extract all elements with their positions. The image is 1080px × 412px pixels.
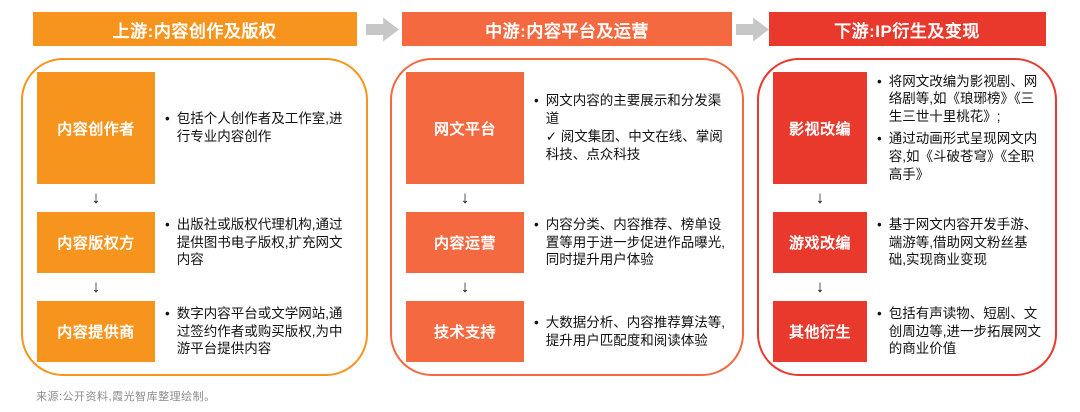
down-arrow-icon: ↓ [91,277,101,297]
midstream-container: 网文平台 • 网文内容的主要展示和分发渠道✓ 阅文集团、中文在线、掌阅科技、点众科技… [390,58,744,376]
bullet-icon: • [877,73,882,89]
chain-node-label: 内容运营 [406,212,524,274]
chain-row: 网文平台 • 网文内容的主要展示和分发渠道✓ 阅文集团、中文在线、掌阅科技、点众科技 [406,72,728,185]
node-description: • 大数据分析、内容推荐算法等,提升用户匹配度和阅读体验 [534,301,728,362]
bullet-item: • 基于网文内容开发手游、端游等,借助网文粉丝基础,实现商业变现 [877,216,1041,269]
chain-node-label: 内容版权方 [37,212,155,274]
chain-row: 游戏改编 • 基于网文内容开发手游、端游等,借助网文粉丝基础,实现商业变现 [773,212,1041,274]
chain-node-label: 其他衍生 [773,301,867,362]
down-arrow-icon: ↓ [460,277,470,297]
node-description: • 数字内容平台或文学网站,通过签约作者或购买版权,为中游平台提供内容 [165,301,352,362]
bullet-icon: • [534,216,539,232]
downstream-header: 下游:IP衍生及变现 [768,12,1046,46]
bullet-icon: • [534,314,539,330]
bullet-icon: • [877,131,882,147]
chain-node-label: 内容创作者 [37,72,155,185]
bullet-text: 包括个人创作者及工作室,进行专业内容创作 [176,111,343,145]
bullet-item: • 将网文改编为影视剧、网络剧等,如《琅琊榜》《三生三世十里桃花》; [877,73,1041,126]
bullet-text: 出版社或版权代理机构,通过提供图书电子版权,扩充网文内容 [176,216,343,268]
bullet-item: • 包括个人创作者及工作室,进行专业内容创作 [165,110,352,146]
node-description: • 基于网文内容开发手游、端游等,借助网文粉丝基础,实现商业变现 [877,212,1041,273]
node-description: • 包括有声读物、短剧、文创周边等,进一步拓展网文的商业价值 [877,301,1041,362]
downstream-container: 影视改编 • 将网文改编为影视剧、网络剧等,如《琅琊榜》《三生三世十里桃花》; • 通过… [757,58,1057,376]
bullet-icon: • [165,111,170,127]
bullet-item: • 网文内容的主要展示和分发渠道✓ 阅文集团、中文在线、掌阅科技、点众科技 [534,92,728,163]
chain-row: 技术支持 • 大数据分析、内容推荐算法等,提升用户匹配度和阅读体验 [406,301,728,362]
chain-node-label: 游戏改编 [773,212,867,274]
bullet-icon: • [877,305,882,321]
node-description: • 包括个人创作者及工作室,进行专业内容创作 [165,72,352,184]
bullet-text: 包括有声读物、短剧、文创周边等,进一步拓展网文的商业价值 [888,305,1041,357]
chain-node-label: 内容提供商 [37,301,155,362]
bullet-item: • 内容分类、内容推荐、榜单设置等用于进一步促进作品曝光,同时提升用户体验 [534,216,728,269]
node-description: • 内容分类、内容推荐、榜单设置等用于进一步促进作品曝光,同时提升用户体验 [534,212,728,273]
node-description: • 网文内容的主要展示和分发渠道✓ 阅文集团、中文在线、掌阅科技、点众科技 [534,72,728,184]
upstream-header: 上游:内容创作及版权 [32,12,357,46]
chain-node-label: 技术支持 [406,301,524,362]
bullet-item: • 包括有声读物、短剧、文创周边等,进一步拓展网文的商业价值 [877,305,1041,358]
bullet-item: • 大数据分析、内容推荐算法等,提升用户匹配度和阅读体验 [534,314,728,350]
chain-row: 内容创作者 • 包括个人创作者及工作室,进行专业内容创作 [37,72,352,185]
chain-row: 内容版权方 • 出版社或版权代理机构,通过提供图书电子版权,扩充网文内容 [37,212,352,274]
bullet-icon: • [534,93,539,109]
chain-node-label: 影视改编 [773,72,867,185]
bullet-text: 大数据分析、内容推荐算法等,提升用户匹配度和阅读体验 [545,314,725,348]
bullet-text: 通过动画形式呈现网文内容,如《斗破苍穹》《全职高手》 [888,131,1038,182]
bullet-text: 网文内容的主要展示和分发渠道✓ 阅文集团、中文在线、掌阅科技、点众科技 [546,92,728,163]
bullet-item: • 数字内容平台或文学网站,通过签约作者或购买版权,为中游平台提供内容 [165,305,352,358]
bullet-text: 数字内容平台或文学网站,通过签约作者或购买版权,为中游平台提供内容 [176,305,343,357]
bullet-text: 内容分类、内容推荐、榜单设置等用于进一步促进作品曝光,同时提升用户体验 [545,216,725,268]
check-line: ✓ 阅文集团、中文在线、掌阅科技、点众科技 [545,129,723,162]
down-arrow-icon: ↓ [815,188,825,208]
chain-row: 其他衍生 • 包括有声读物、短剧、文创周边等,进一步拓展网文的商业价值 [773,301,1041,362]
bullet-icon: • [165,216,170,232]
column-upstream: 上游:内容创作及版权 内容创作者 • 包括个人创作者及工作室,进行专业内容创作 ↓ 内容… [21,12,368,376]
down-arrow-icon: ↓ [91,188,101,208]
column-midstream: 中游:内容平台及运营 网文平台 • 网文内容的主要展示和分发渠道✓ 阅文集团、中文在… [390,12,744,376]
node-description: • 将网文改编为影视剧、网络剧等,如《琅琊榜》《三生三世十里桃花》; • 通过动画形式… [877,72,1041,184]
bullet-icon: • [165,305,170,321]
chain-row: 影视改编 • 将网文改编为影视剧、网络剧等,如《琅琊榜》《三生三世十里桃花》; • 通过… [773,72,1041,185]
node-description: • 出版社或版权代理机构,通过提供图书电子版权,扩充网文内容 [165,212,352,273]
bullet-item: • 通过动画形式呈现网文内容,如《斗破苍穹》《全职高手》 [877,130,1041,183]
column-downstream: 下游:IP衍生及变现 影视改编 • 将网文改编为影视剧、网络剧等,如《琅琊榜》《三生… [757,12,1057,376]
source-note: 来源:公开资料,霞光智库整理绘制。 [36,391,216,403]
down-arrow-icon: ↓ [460,188,470,208]
down-arrow-icon: ↓ [815,277,825,297]
upstream-container: 内容创作者 • 包括个人创作者及工作室,进行专业内容创作 ↓ 内容版权方 • 出版社或版权代… [21,58,368,376]
bullet-item: • 出版社或版权代理机构,通过提供图书电子版权,扩充网文内容 [165,216,352,269]
bullet-icon: • [877,216,882,232]
chain-node-label: 网文平台 [406,72,524,185]
chain-row: 内容运营 • 内容分类、内容推荐、榜单设置等用于进一步促进作品曝光,同时提升用户体验 [406,212,728,274]
midstream-header: 中游:内容平台及运营 [402,12,732,46]
bullet-text: 基于网文内容开发手游、端游等,借助网文粉丝基础,实现商业变现 [888,216,1038,268]
bullet-text: 将网文改编为影视剧、网络剧等,如《琅琊榜》《三生三世十里桃花》; [888,73,1038,125]
chain-row: 内容提供商 • 数字内容平台或文学网站,通过签约作者或购买版权,为中游平台提供内容 [37,301,352,362]
